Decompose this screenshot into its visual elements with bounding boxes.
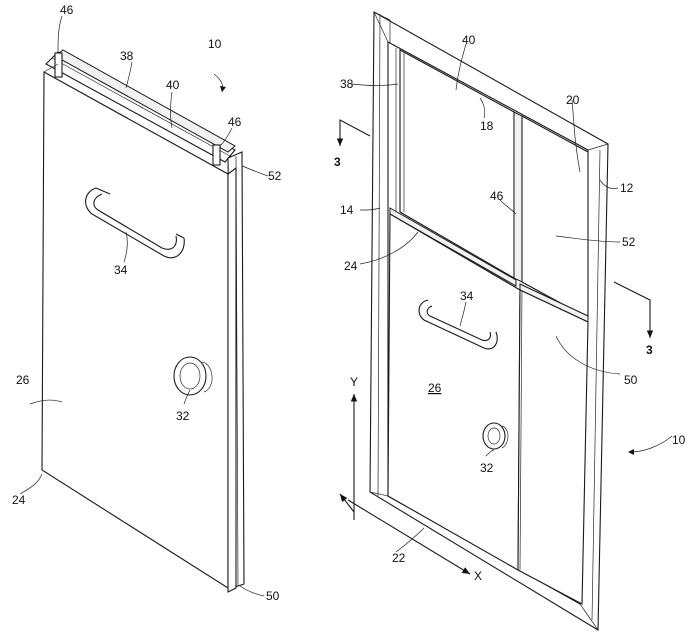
label-34: 34 [114,263,128,277]
label-18: 18 [480,119,494,133]
label-38-right: 38 [340,77,354,91]
label-32: 32 [176,409,190,423]
divider-46 [514,112,522,282]
label-46-right: 46 [490,189,504,203]
label-20: 20 [566,93,580,107]
label-34-right: 34 [460,289,474,303]
label-40: 40 [166,78,180,92]
door-face-26 [42,72,228,588]
axis-x-label: X [474,569,482,583]
left-door-panels [42,50,244,592]
label-38: 38 [120,49,134,63]
label-50-right: 50 [624,373,638,387]
label-32-right: 32 [480,461,494,475]
label-52: 52 [268,169,282,183]
label-10: 10 [208,37,222,51]
label-24-right: 24 [344,259,358,273]
label-10-right: 10 [672,433,686,447]
label-22: 22 [392,551,406,565]
label-3-right: 3 [646,343,653,357]
door-side-edge [228,168,236,592]
label-26-right: 26 [428,381,442,395]
label-40-right: 40 [462,33,476,47]
label-24: 24 [12,493,26,507]
label-12: 12 [620,181,634,195]
label-50: 50 [266,589,280,603]
axis-y-label: Y [350,375,358,389]
label-52-right: 52 [622,235,636,249]
label-14: 14 [340,203,354,217]
label-46-mid: 46 [228,115,242,129]
upper-right-panel-52 [522,116,588,318]
lower-right-panel [518,290,588,604]
label-3-left: 3 [334,155,341,169]
end-block-46-mid [213,145,220,165]
label-46-top: 46 [60,3,74,17]
label-26: 26 [16,373,30,387]
